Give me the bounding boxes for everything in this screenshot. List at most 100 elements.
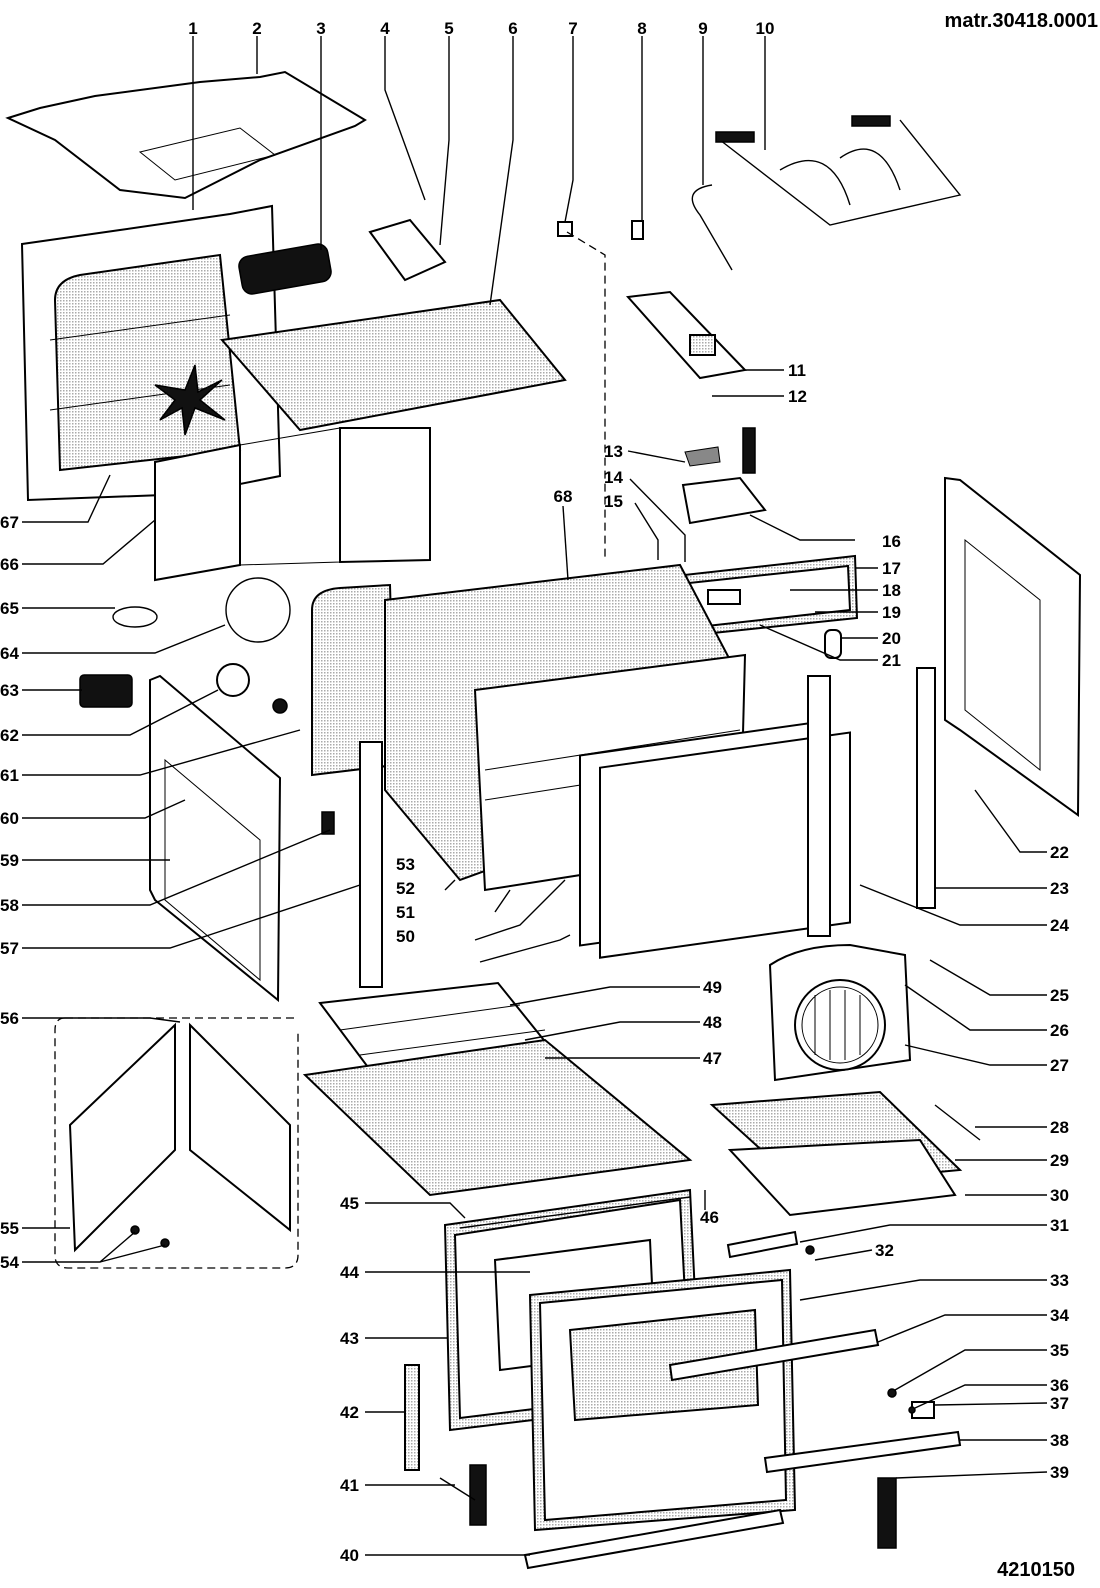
callout-8: 8 — [637, 19, 646, 38]
part-spare-panels-group — [54, 1017, 299, 1269]
part-side-rail-right — [916, 667, 936, 909]
callout-64: 64 — [0, 644, 19, 663]
part-lamp-holder — [216, 663, 250, 697]
callout-15: 15 — [604, 492, 623, 511]
part-hinge-41 — [439, 1464, 487, 1526]
part-screw-35 — [887, 1388, 897, 1398]
callout-35: 35 — [1050, 1341, 1069, 1360]
callout-52: 52 — [396, 879, 415, 898]
callout-62: 62 — [0, 726, 19, 745]
callout-50: 50 — [396, 927, 415, 946]
callout-61: 61 — [0, 766, 19, 785]
part-fan-motor — [238, 243, 332, 295]
leader-lines — [22, 36, 1048, 1556]
part-clip-58 — [321, 811, 335, 835]
callout-2: 2 — [252, 19, 261, 38]
callout-11: 11 — [788, 361, 806, 380]
callout-57: 57 — [0, 939, 19, 958]
callout-17: 17 — [882, 559, 901, 578]
part-rear-panel — [20, 204, 282, 502]
callout-9: 9 — [698, 19, 707, 38]
part-screw-36 — [908, 1406, 916, 1414]
part-rail-center — [807, 675, 831, 937]
part-fan-shroud-ring — [225, 577, 291, 643]
callout-19: 19 — [882, 603, 901, 622]
part-thermostat-bracket — [368, 218, 447, 282]
callout-63: 63 — [0, 681, 19, 700]
part-left-side-panel — [149, 674, 282, 1003]
callout-44: 44 — [340, 1263, 359, 1282]
part-door-seal-frame — [579, 720, 851, 959]
callout-36: 36 — [1050, 1376, 1069, 1395]
callout-49: 49 — [703, 978, 722, 997]
callout-27: 27 — [1050, 1056, 1069, 1075]
callout-58: 58 — [0, 896, 19, 915]
callout-18: 18 — [882, 581, 901, 600]
part-cooling-duct-66 — [154, 427, 431, 582]
part-handle-34 — [668, 1328, 880, 1382]
part-bottom-trim-40 — [523, 1508, 785, 1570]
part-door-outer — [528, 1268, 797, 1532]
callout-40: 40 — [340, 1546, 359, 1565]
callout-5: 5 — [444, 19, 453, 38]
part-display-module — [681, 427, 767, 525]
callout-41: 41 — [340, 1476, 359, 1495]
callout-39: 39 — [1050, 1463, 1069, 1482]
part-control-board — [625, 290, 748, 380]
part-top-cover — [5, 70, 367, 200]
callout-7: 7 — [568, 19, 577, 38]
callout-38: 38 — [1050, 1431, 1069, 1450]
callout-30: 30 — [1050, 1186, 1069, 1205]
callout-46: 46 — [700, 1208, 719, 1227]
callout-32: 32 — [875, 1241, 894, 1260]
callout-26: 26 — [1050, 1021, 1069, 1040]
callout-53: 53 — [396, 855, 415, 874]
part-switch-block — [79, 674, 133, 708]
part-gasket-45 — [459, 1196, 691, 1229]
reference-line — [566, 231, 606, 560]
callout-59: 59 — [0, 851, 19, 870]
callout-31: 31 — [1050, 1216, 1069, 1235]
callout-56: 56 — [0, 1009, 19, 1028]
callout-45: 45 — [340, 1194, 359, 1213]
callout-68: 68 — [554, 487, 573, 506]
part-sensor-8 — [631, 220, 644, 240]
part-screw-32 — [805, 1245, 815, 1255]
part-left-rail — [359, 741, 383, 988]
callout-24: 24 — [1050, 916, 1069, 935]
matr-code: matr.30418.0001 — [945, 10, 1098, 32]
callout-labels: 1 2 3 4 5 6 7 8 9 10 11 12 13 14 15 16 1… — [0, 19, 1069, 1565]
part-wire-65 — [112, 606, 158, 628]
part-grill-element — [715, 115, 962, 226]
callout-3: 3 — [316, 19, 325, 38]
part-probe-cable — [691, 184, 733, 271]
part-lamp — [272, 698, 288, 714]
callout-42: 42 — [340, 1403, 359, 1422]
callout-34: 34 — [1050, 1306, 1069, 1325]
callout-37: 37 — [1050, 1394, 1069, 1413]
callout-55: 55 — [0, 1219, 19, 1238]
part-knob — [824, 629, 842, 659]
part-bottom-trim-38 — [763, 1430, 962, 1474]
part-top-plate — [220, 298, 567, 432]
part-fan-blade — [154, 364, 226, 436]
part-bracket-28 — [934, 1104, 981, 1141]
callout-25: 25 — [1050, 986, 1069, 1005]
callout-67: 67 — [0, 513, 19, 532]
callout-28: 28 — [1050, 1118, 1069, 1137]
part-door-strip-42 — [404, 1364, 420, 1471]
part-grill-panel — [727, 1138, 957, 1217]
callout-12: 12 — [788, 387, 807, 406]
drawing-number: 4210150 — [997, 1559, 1075, 1581]
callout-60: 60 — [0, 809, 19, 828]
callout-6: 6 — [508, 19, 517, 38]
callout-10: 10 — [756, 19, 775, 38]
callout-1: 1 — [188, 19, 197, 38]
callout-16: 16 — [882, 532, 901, 551]
callout-33: 33 — [1050, 1271, 1069, 1290]
callout-22: 22 — [1050, 843, 1069, 862]
callout-51: 51 — [396, 903, 415, 922]
callout-13: 13 — [604, 442, 623, 461]
callout-43: 43 — [340, 1329, 359, 1348]
